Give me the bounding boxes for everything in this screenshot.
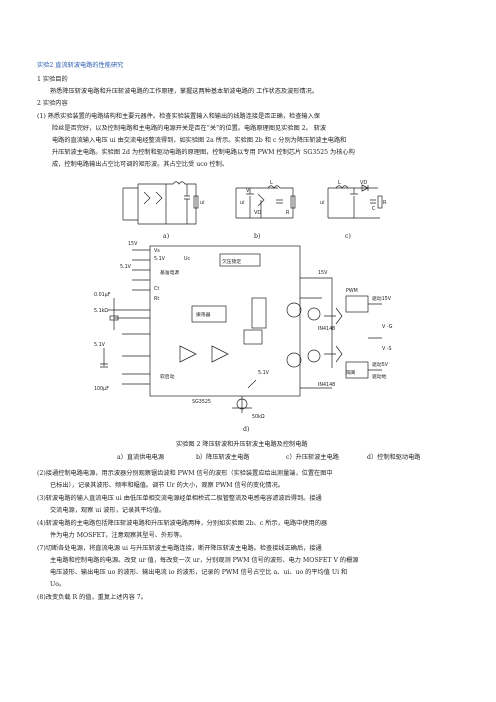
v51-right: 5.1V [258,370,270,376]
osc-label: 振荡器 [196,311,211,318]
fig-c-r: R [383,200,387,206]
item4-line2: 件为电力 MOSFET，注意观察其型号、外形等。 [50,532,186,539]
ref-label: 基准电源 [160,269,179,276]
circuit-abc-diagram: ui ui V VD L R ui L VD C R [122,180,387,225]
fig-c-l: L [338,180,341,186]
cap2: 100μF [94,386,109,392]
doc-title: 实验2 直流斩波电路的性能研究 [37,62,124,69]
fig-label-a: a) [163,233,170,240]
drive3: 驱动5V [372,361,389,368]
sg3525-chip-outline [149,245,301,397]
item3-line1: (3)斩波电路的输入直流电压 ui 由低压单相交流电源经单相桥式二极管整流及电感… [37,495,322,502]
fig-label-d: d) [243,426,250,433]
item1-line3: 电路的直流输入电压 ui 由交流电经整流得到，如实验图 2a 所示。实验图 2b… [52,137,347,144]
fig-c-ui: ui [320,200,325,206]
fig-b-r: R [286,210,290,216]
circuit-d-diagram: 15V 5.1V Vs 5.1V Ct Rt Uc 0.01μF 5.1kΩ 5… [94,241,393,420]
item1-line4: 升压斩波主电路。实验图 2d 为控制和驱动电路的原理图，控制电路以专用 PWM … [52,149,355,156]
pin-ct: Ct [154,286,159,292]
fig-label-b: b) [254,233,261,240]
vg-label: V -G [382,324,393,330]
drive2: 驱动地 [372,373,387,380]
item7-line4: Uo。 [50,581,66,588]
section-1-heading: 1 实验目的 [37,76,68,83]
sub-caption-c: c）升压斩波主电路 [286,454,339,461]
figure-caption: 实验图 2 降压斩波和升压斩波主电路及控制电路 [176,441,308,448]
pin-rt: Rt [154,296,159,302]
v15-right: 15V [318,270,328,276]
pin-vs: Vs [154,248,160,254]
item2-line1: (2)接通控制电路电源，用示波器分别观察锯齿波和 PWM 信号的波形（实验装置应… [37,470,333,477]
fig-b-l: L [270,180,273,186]
soft-label: 软启动 [160,373,175,380]
diode2: IN4148 [318,382,335,388]
vs-label: V -S [382,346,392,352]
section-1-paragraph: 熟悉降压斩波电路和升压斩波电路的工作原理，掌握这两种基本斩波电路的 工作状态及波… [50,88,319,95]
v51-left: 5.1V [94,342,106,348]
pin-uc: Uc [184,256,191,262]
ref-box: 欠压锁定 [222,258,241,265]
item1-line1: (1) 熟悉实验装置的电路结构和主要元器件。检查实验装置输入和输出的线路连接是否… [37,113,320,120]
cap1: 0.01μF [94,292,111,298]
fig-b-vd: VD [254,210,261,216]
pwm-label: PWM [346,288,358,294]
item3-line2: 交流电源，观察 ui 波形，记录其平均值。 [50,507,166,514]
diode1: IN4148 [318,326,335,332]
v15-top: 15V [128,241,138,247]
fig-b-ui: ui [240,200,245,206]
drive1: 驱动15V [372,295,392,302]
fig-label-c: c) [345,233,351,240]
item1-line2: 险丝是否完好，以及控制电路和主电路的电源开关是否在“关”的位置。电路原理图见实验… [52,125,327,132]
item7-line2: 主电路和控制电路的电源。改变 ur 值，每改变一次 ur，分别观测 PWM 信号… [50,557,359,564]
fig-c-c: C [372,206,376,212]
pin-51v: 5.1V [154,256,166,262]
sub-caption-d: d）控制和驱动电路 [367,454,421,461]
isolate-label: 隔离 [346,369,356,376]
item8-line1: (8)改变负载 R 的值，重复上述内容 7。 [37,594,147,601]
pot: 50kΩ [252,414,265,420]
fig-c-vd: VD [360,180,367,186]
v51-top: 5.1V [120,264,132,270]
item2-line2: 已标出），记录其波形、频率和幅值。调节 Ur 的大小，观察 PWM 信号的变化情… [50,482,284,489]
sub-caption-b: b）降压斩波主电路 [196,454,250,461]
item7-line3: 电压波形、输出电压 uo 的波形、输出电流 io 的波形，记录的 PWM 信号占… [50,569,348,576]
section-2-heading: 2 实验内容 [37,100,68,107]
item1-line5: 成，控制电路输出占空比可调的矩形波。其占空比受 uco 控制。 [52,161,228,168]
sub-caption-a: a）直流供电电源 [117,454,165,461]
chip-name: SG3525 [192,399,211,405]
fig-a-ui: ui [200,200,205,206]
item4-line1: (4)斩波电路的主电路包括降压斩波电路和升压斩波电路两种，分别如实验图 2b、c… [37,520,328,527]
res1: 5.1kΩ [94,308,108,314]
item7-line1: (7)切断各处电源，将直流电源 ui 与升压斩波主电路连接，断开降压斩波主电路。… [37,545,322,552]
fig-b-v: V [246,188,250,194]
